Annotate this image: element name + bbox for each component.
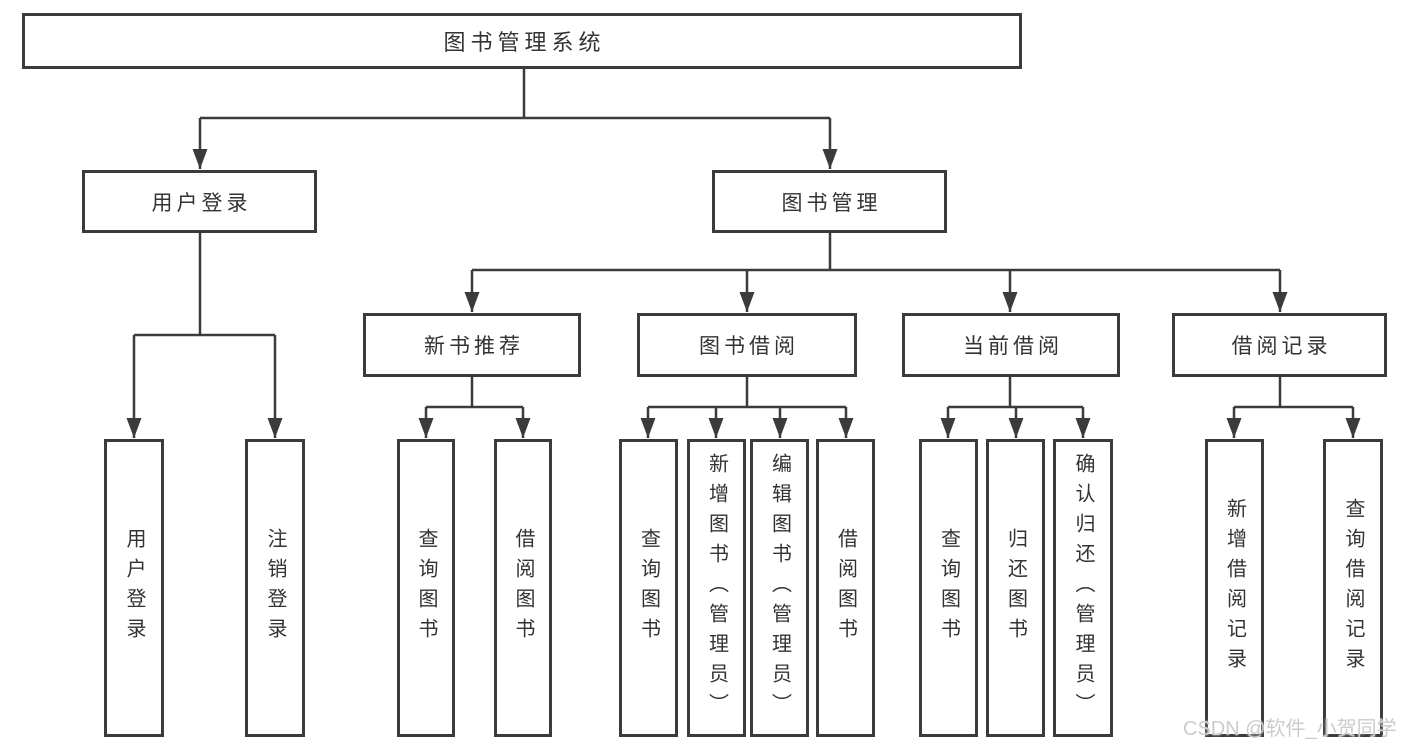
- node-leaf-current-confirm-label: 确认归还（管理员）: [1072, 453, 1094, 723]
- connector-root-to-level2: [192, 69, 838, 169]
- node-leaf-newbook-query-label: 查询图书: [415, 528, 437, 648]
- node-leaf-bookborrow-borrow-label: 借阅图书: [834, 528, 857, 648]
- connector-book-mgmt-to-level3: [464, 233, 1288, 312]
- node-leaf-bookborrow-borrow: 借阅图书: [816, 439, 875, 737]
- node-leaf-bookborrow-add: 新增图书（管理员）: [687, 439, 746, 737]
- node-leaf-current-query: 查询图书: [919, 439, 978, 737]
- node-user-login: 用户登录: [82, 170, 317, 233]
- node-leaf-newbook-query: 查询图书: [397, 439, 455, 737]
- node-leaf-user-login: 用户登录: [104, 439, 164, 737]
- node-book-mgmt-label: 图书管理: [781, 191, 882, 215]
- node-leaf-current-return: 归还图书: [986, 439, 1045, 737]
- node-user-login-label: 用户登录: [151, 191, 252, 215]
- node-leaf-user-login-label: 用户登录: [123, 528, 145, 648]
- node-leaf-current-confirm: 确认归还（管理员）: [1053, 439, 1113, 737]
- node-leaf-bookborrow-add-label: 新增图书（管理员）: [705, 453, 728, 723]
- node-new-book-recommend-label: 新书推荐: [424, 335, 524, 358]
- node-leaf-record-add: 新增借阅记录: [1205, 439, 1264, 737]
- node-current-borrow-label: 当前借阅: [963, 335, 1063, 358]
- connector-new-book-to-leaves: [418, 377, 531, 438]
- csdn-watermark: CSDN @软件_小贺同学: [1183, 718, 1397, 740]
- node-leaf-bookborrow-query-label: 查询图书: [637, 528, 660, 648]
- node-book-borrow: 图书借阅: [637, 313, 857, 377]
- node-leaf-record-query: 查询借阅记录: [1323, 439, 1383, 737]
- connector-current-borrow-to-leaves: [940, 377, 1091, 438]
- node-root: 图书管理系统: [22, 13, 1022, 69]
- node-book-mgmt: 图书管理: [712, 170, 947, 233]
- node-leaf-bookborrow-edit: 编辑图书（管理员）: [750, 439, 809, 737]
- connector-borrow-record-to-leaves: [1226, 377, 1361, 438]
- node-leaf-newbook-borrow: 借阅图书: [494, 439, 552, 737]
- node-book-borrow-label: 图书借阅: [699, 335, 799, 358]
- node-leaf-logout-label: 注销登录: [264, 528, 286, 648]
- node-leaf-bookborrow-query: 查询图书: [619, 439, 678, 737]
- node-leaf-record-query-label: 查询借阅记录: [1342, 498, 1364, 678]
- node-leaf-bookborrow-edit-label: 编辑图书（管理员）: [768, 453, 791, 723]
- node-current-borrow: 当前借阅: [902, 313, 1120, 377]
- node-borrow-record-label: 借阅记录: [1231, 335, 1332, 358]
- node-new-book-recommend: 新书推荐: [363, 313, 581, 377]
- connector-user-login-to-leaves: [126, 233, 283, 438]
- node-leaf-current-return-label: 归还图书: [1004, 528, 1027, 648]
- node-leaf-newbook-borrow-label: 借阅图书: [512, 528, 534, 648]
- connector-book-borrow-to-leaves: [640, 377, 854, 438]
- node-leaf-logout: 注销登录: [245, 439, 305, 737]
- node-borrow-record: 借阅记录: [1172, 313, 1387, 377]
- node-leaf-current-query-label: 查询图书: [937, 528, 960, 648]
- node-root-label: 图书管理系统: [443, 30, 606, 55]
- node-leaf-record-add-label: 新增借阅记录: [1223, 498, 1246, 678]
